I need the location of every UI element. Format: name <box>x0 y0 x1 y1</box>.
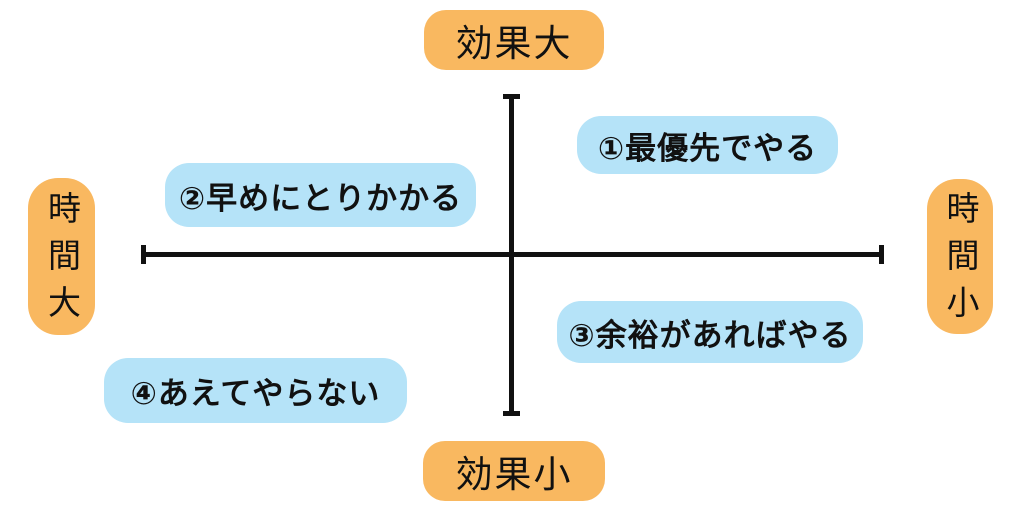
time-axis-right-label: 時間小 <box>927 179 993 334</box>
effect-axis-bottom-label: 効果小 <box>423 441 605 501</box>
effect-axis-top-label: 効果大 <box>424 10 604 70</box>
time-axis-left-label: 時間大 <box>28 178 95 335</box>
quadrant-top-left-label: ②早めにとりかかる <box>165 163 476 227</box>
quadrant-top-right-label: ①最優先でやる <box>577 116 838 174</box>
quadrant-bottom-right-label: ③余裕があればやる <box>557 301 863 363</box>
quadrant-bottom-left-label: ④あえてやらない <box>104 358 407 423</box>
